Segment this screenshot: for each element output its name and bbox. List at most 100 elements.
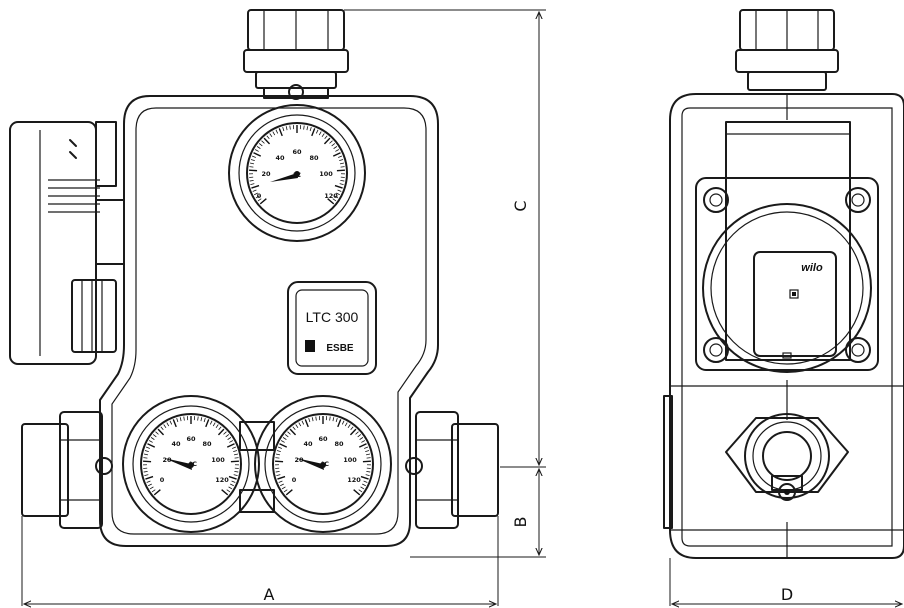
- gauge-tick: [309, 127, 312, 132]
- gauge-tick: [233, 450, 238, 453]
- model-name: LTC 300: [306, 309, 359, 325]
- gauge-tick: [323, 137, 331, 145]
- gauge-tick: [144, 474, 149, 477]
- gauge-tick: [155, 431, 159, 435]
- gauge-tick: [147, 443, 156, 448]
- gauge-tick: [318, 131, 322, 136]
- gauge-tick: [353, 489, 361, 496]
- gauge-tick: [144, 450, 149, 453]
- gauge-tick: [358, 443, 367, 448]
- gauge-tick: [166, 422, 170, 427]
- gauge-tick: [258, 143, 263, 147]
- model-label-plate: LTC 300 ESBE: [287, 281, 377, 375]
- manufacturer-name: ESBE: [326, 343, 354, 354]
- gauge-tick: [153, 489, 161, 496]
- gauge-tick: [350, 426, 354, 431]
- gauge-tick: [217, 428, 225, 436]
- gauge-tick: [251, 184, 260, 189]
- gauge-tick: [282, 437, 287, 440]
- gauge-tick: [254, 149, 259, 152]
- side-top-fitting: [735, 9, 839, 91]
- gauge-tick: [359, 437, 364, 440]
- side-view: wilo: [663, 9, 904, 559]
- gauge-tick: [263, 137, 271, 145]
- top-gauge-label-120: 120: [324, 192, 338, 200]
- gauge-tick: [283, 489, 288, 493]
- gauge-tick: [146, 480, 151, 483]
- gauge-tick: [227, 437, 232, 440]
- right-gauge-label-100: 100: [343, 456, 357, 464]
- gauge-tick: [315, 129, 319, 134]
- gauge-tick: [332, 198, 337, 202]
- left-gauge-needle: [164, 458, 192, 470]
- gauge-tick: [275, 453, 281, 456]
- gauge-tick: [365, 450, 370, 453]
- gauge-tick: [365, 474, 370, 477]
- gauge-tick: [276, 450, 281, 453]
- gauge-tick: [347, 424, 351, 429]
- gauge-tick: [229, 440, 234, 443]
- gauge-tick: [357, 434, 362, 438]
- gauge-tick: [285, 489, 293, 496]
- gauge-tick: [355, 431, 359, 435]
- gauge-tick: [334, 184, 343, 189]
- thermometer-top: °C 0 20 40 60 80 100 120: [228, 104, 366, 242]
- gauge-tick: [331, 143, 336, 147]
- gauge-tick: [277, 475, 286, 480]
- gauge-tick: [280, 483, 284, 487]
- gauge-tick: [339, 183, 344, 186]
- right-gauge-label-80: 80: [334, 440, 344, 448]
- gauge-tick: [336, 192, 340, 196]
- gauge-tick: [150, 437, 155, 440]
- gauge-tick: [275, 470, 280, 473]
- gauge-bridge-lower: [239, 489, 275, 513]
- gauge-tick: [225, 434, 230, 438]
- dimension-lines-front: C B A: [21, 9, 546, 606]
- gauge-tick: [329, 416, 331, 421]
- gauge-tick: [249, 179, 254, 182]
- gauge-tick: [234, 457, 239, 459]
- gauge-tick: [254, 192, 258, 196]
- gauge-tick: [212, 422, 216, 427]
- gauge-tick: [285, 126, 288, 131]
- gauge-tick: [255, 195, 260, 199]
- gauge-tick: [337, 419, 342, 428]
- gauge-tick: [172, 419, 177, 428]
- gauge-tick: [215, 424, 219, 429]
- gauge-tick: [143, 457, 148, 459]
- gauge-tick: [304, 419, 309, 428]
- gauge-tick: [340, 166, 345, 168]
- gauge-tick: [338, 155, 343, 158]
- left-gauge-label-0: 0: [160, 476, 165, 484]
- top-gauge-label-0: 0: [257, 192, 262, 200]
- pump-brand: wilo: [801, 262, 823, 274]
- gauge-tick: [209, 420, 213, 425]
- right-gauge-label-20: 20: [294, 456, 304, 464]
- gauge-tick: [148, 440, 153, 443]
- gauge-tick: [289, 125, 291, 130]
- gauge-tick: [282, 127, 285, 132]
- gauge-tick: [292, 426, 296, 431]
- gauge-tick: [269, 133, 273, 138]
- gauge-tick: [205, 419, 210, 428]
- gauge-tick: [143, 453, 149, 456]
- gauge-tick: [183, 416, 185, 421]
- gauge-tick: [145, 475, 154, 480]
- gauge-tick: [145, 446, 150, 449]
- dimension-a-label: A: [264, 585, 275, 604]
- dimension-lines-side: D: [669, 558, 902, 606]
- gauge-tick: [169, 420, 173, 425]
- dimension-c-label: C: [511, 200, 530, 211]
- left-gauge-label-60: 60: [186, 435, 196, 443]
- gauge-tick: [272, 131, 276, 136]
- gauge-tick: [226, 443, 235, 448]
- left-gauge-label-80: 80: [202, 440, 212, 448]
- gauge-tick: [266, 135, 270, 140]
- gauge-tick: [311, 128, 316, 137]
- gauge-tick: [360, 475, 369, 480]
- actuator-motor: [9, 121, 125, 365]
- gauge-tick: [200, 417, 203, 422]
- gauge-tick: [361, 440, 366, 443]
- left-gauge-label-20: 20: [162, 456, 172, 464]
- dimension-b-label: B: [511, 517, 530, 528]
